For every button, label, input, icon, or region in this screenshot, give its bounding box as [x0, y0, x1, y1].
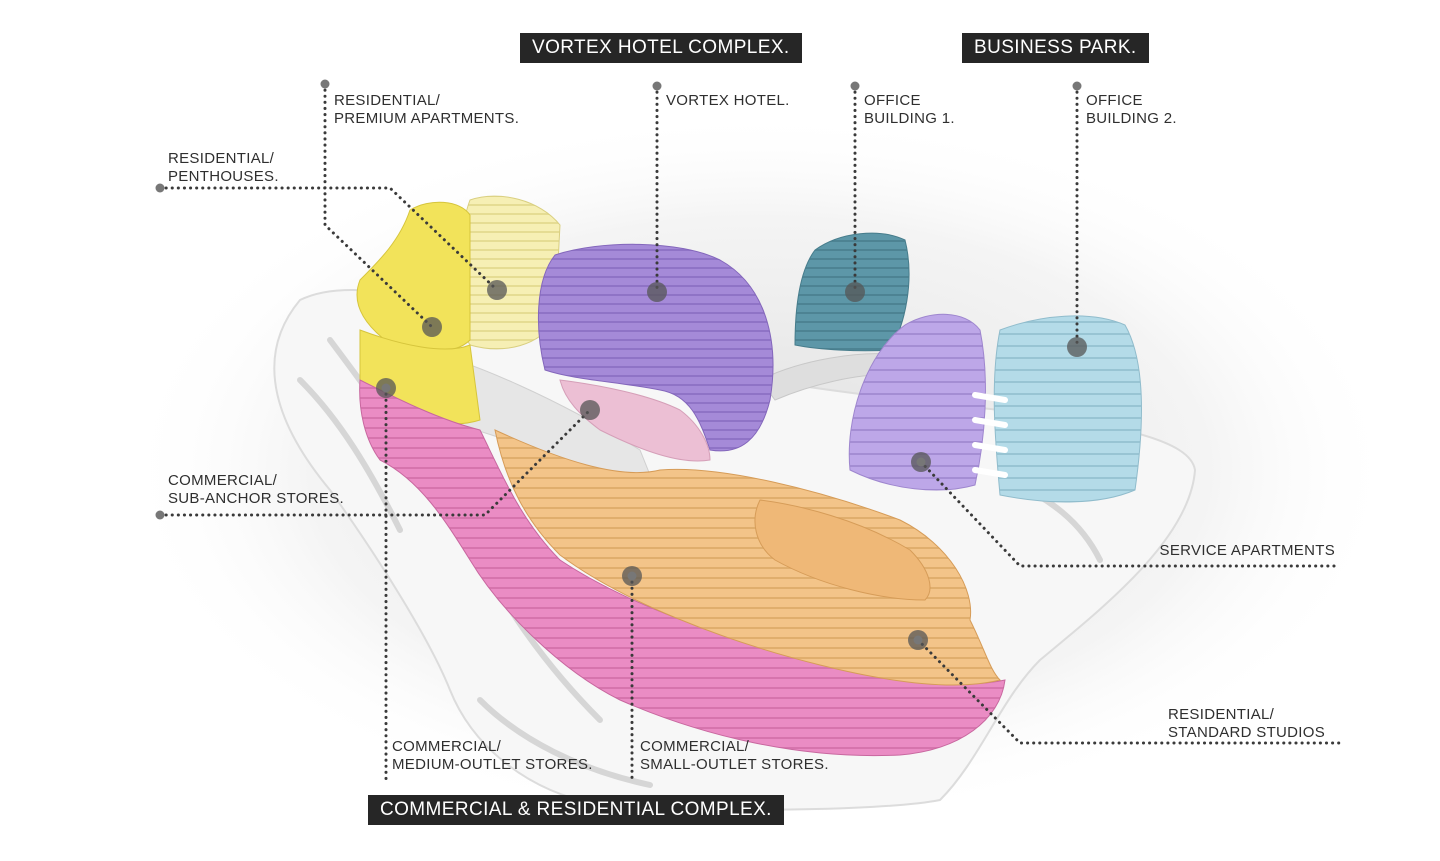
label-small-outlet-stores: COMMERCIAL/ SMALL-OUTLET STORES. — [640, 738, 829, 774]
label-standard-studios: RESIDENTIAL/ STANDARD STUDIOS — [1168, 706, 1325, 742]
label-vortex-hotel: VORTEX HOTEL. — [666, 92, 790, 110]
label-medium-outlet-stores-line1: COMMERCIAL/ — [392, 738, 502, 755]
label-penthouses: RESIDENTIAL/ PENTHOUSES. — [168, 150, 279, 186]
leader-penthouses-terminal-dot — [155, 183, 165, 193]
label-office-building-2: OFFICE BUILDING 2. — [1086, 92, 1177, 128]
podium-roof-court — [754, 499, 931, 601]
leader-premium-apartments-terminal-dot — [320, 79, 330, 89]
label-sub-anchor-stores-line2: SUB-ANCHOR STORES. — [168, 490, 344, 507]
commercial-podium-pink — [359, 379, 1006, 757]
label-medium-outlet-stores-line2: MEDIUM-OUTLET STORES. — [392, 756, 593, 773]
leader-standard-studios-line — [916, 638, 1342, 745]
business-park-fins — [972, 392, 1008, 478]
leader-premium-apartments-line — [323, 82, 434, 329]
office-building-2-block — [993, 315, 1143, 503]
leader-service-apartments-line — [919, 460, 1342, 568]
vortex-hotel-podium — [559, 379, 711, 462]
label-sub-anchor-stores: COMMERCIAL/ SUB-ANCHOR STORES. — [168, 472, 344, 508]
header-vortex-hotel-complex: VORTEX HOTEL COMPLEX. — [520, 33, 802, 63]
label-standard-studios-line1: RESIDENTIAL/ — [1168, 706, 1275, 723]
label-premium-apartments-line1: RESIDENTIAL/ — [334, 92, 441, 109]
leader-penthouses-line — [158, 186, 499, 292]
leader-sub-anchor-stores-terminal-dot — [155, 510, 165, 520]
leader-penthouses-target-dot — [487, 280, 507, 300]
vortex-hotel-block — [537, 243, 774, 452]
label-small-outlet-stores-line2: SMALL-OUTLET STORES. — [640, 756, 829, 773]
standard-studios-orange — [494, 429, 1001, 686]
leader-office-building-1-terminal-dot — [850, 81, 860, 91]
leader-office-building-2-target-dot — [1067, 337, 1087, 357]
leader-office-building-1-target-dot — [845, 282, 865, 302]
service-apartments-block — [848, 313, 986, 491]
label-premium-apartments: RESIDENTIAL/ PREMIUM APARTMENTS. — [334, 92, 519, 128]
leader-premium-apartments-target-dot — [422, 317, 442, 337]
label-office-building-1-line2: BUILDING 1. — [864, 110, 955, 127]
label-medium-outlet-stores: COMMERCIAL/ MEDIUM-OUTLET STORES. — [392, 738, 593, 774]
label-standard-studios-line2: STANDARD STUDIOS — [1168, 724, 1326, 741]
label-office-building-2-line2: BUILDING 2. — [1086, 110, 1177, 127]
leader-office-building-2-terminal-dot — [1072, 81, 1082, 91]
leader-standard-studios-terminal-dot — [913, 635, 923, 645]
header-business-park: BUSINESS PARK. — [962, 33, 1149, 63]
leader-service-apartments-terminal-dot — [916, 457, 926, 467]
label-sub-anchor-stores-line1: COMMERCIAL/ — [168, 472, 278, 489]
header-commercial-residential-complex: COMMERCIAL & RESIDENTIAL COMPLEX. — [368, 795, 784, 825]
leader-sub-anchor-stores-line — [158, 408, 592, 517]
label-premium-apartments-line2: PREMIUM APARTMENTS. — [334, 110, 520, 127]
label-vortex-hotel-line1: VORTEX HOTEL. — [666, 92, 790, 109]
label-small-outlet-stores-line1: COMMERCIAL/ — [640, 738, 750, 755]
leader-small-outlet-stores-terminal-dot — [627, 571, 637, 581]
leader-medium-outlet-stores-terminal-dot — [381, 383, 391, 393]
label-office-building-1: OFFICE BUILDING 1. — [864, 92, 955, 128]
label-office-building-1-line1: OFFICE — [864, 92, 921, 109]
leader-sub-anchor-stores-target-dot — [580, 400, 600, 420]
label-service-apartments-line1: SERVICE APARTMENTS — [1159, 542, 1335, 559]
label-penthouses-line1: RESIDENTIAL/ — [168, 150, 275, 167]
leader-vortex-hotel-target-dot — [647, 282, 667, 302]
label-service-apartments: SERVICE APARTMENTS — [1130, 542, 1335, 560]
label-penthouses-line2: PENTHOUSES. — [168, 168, 279, 185]
leader-vortex-hotel-terminal-dot — [652, 81, 662, 91]
label-office-building-2-line1: OFFICE — [1086, 92, 1143, 109]
